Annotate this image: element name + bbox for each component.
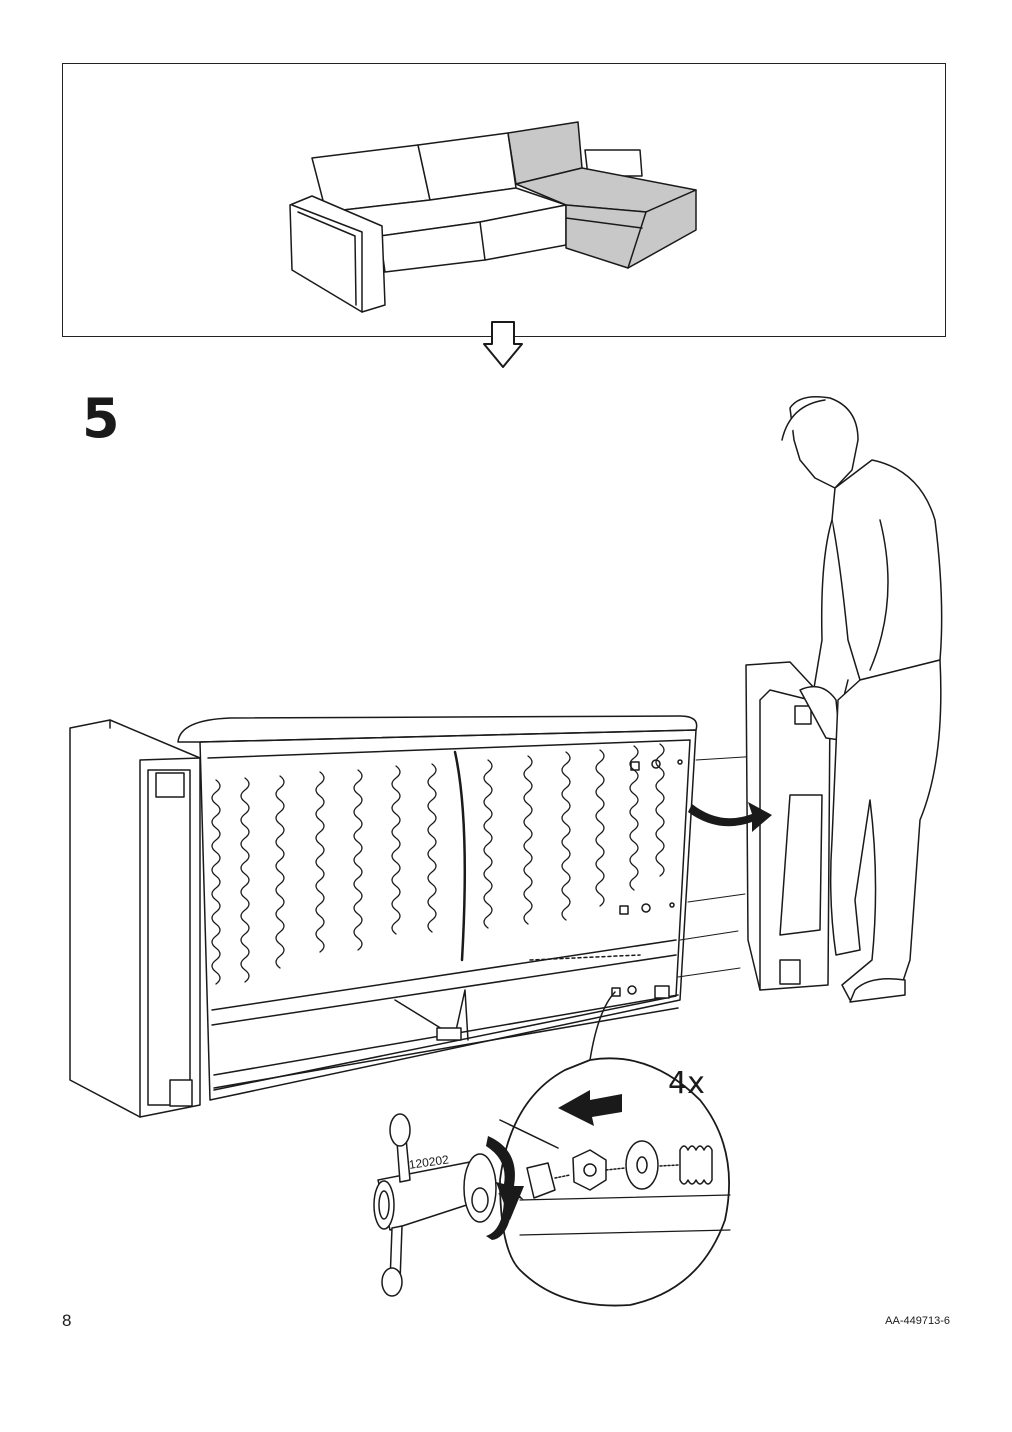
page-number: 8 [62, 1311, 72, 1330]
wrench-tool[interactable] [373, 1113, 497, 1297]
sofa-frame [69, 715, 698, 1118]
rotate-arrow-icon [486, 1136, 524, 1220]
down-arrow-icon [483, 321, 523, 368]
end-panel [745, 661, 831, 991]
document-id: AA-449713-6 [885, 1315, 950, 1327]
overview-sofa [289, 132, 643, 313]
springs[interactable] [211, 743, 665, 985]
rotate-arrow-icon-lower [486, 1185, 524, 1240]
curved-arrow-icon [688, 802, 772, 832]
frame-bolts [529, 759, 683, 997]
step-number: 5 [82, 387, 120, 450]
detail-circle [499, 1057, 730, 1307]
push-arrow-icon [558, 1090, 622, 1126]
bolt-assembly [499, 1119, 731, 1236]
quantity-label: 4x [668, 1066, 705, 1101]
person-figure [781, 396, 943, 1003]
callout-pointer [589, 991, 616, 1061]
chaise-highlight [507, 121, 697, 269]
